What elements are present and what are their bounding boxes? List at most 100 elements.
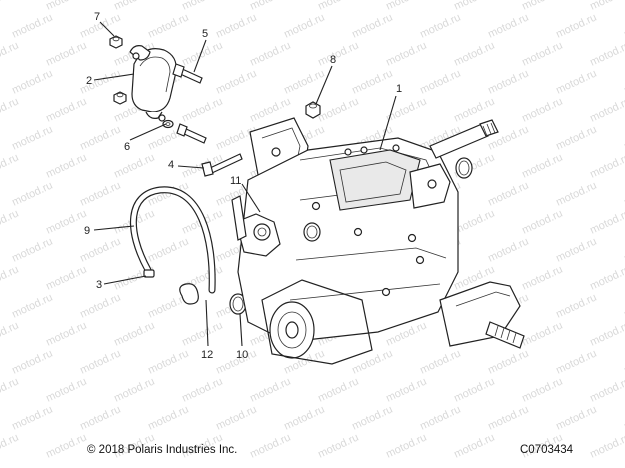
- watermark-text: motod.ru: [214, 403, 258, 432]
- watermark-text: motod.ru: [10, 123, 54, 152]
- callout-7: 7: [94, 11, 100, 23]
- watermark-text: motod.ru: [180, 95, 224, 124]
- watermark-text: motod.ru: [78, 123, 122, 152]
- watermark-text: motod.ru: [486, 235, 530, 264]
- watermark-text: motod.ru: [520, 263, 564, 292]
- watermark-text: motod.ru: [316, 0, 360, 13]
- watermark-text: motod.ru: [0, 263, 21, 292]
- watermark-text: motod.ru: [146, 347, 190, 376]
- watermark-text: motod.ru: [418, 403, 462, 432]
- watermark-text: motod.ru: [554, 291, 598, 320]
- part-6-washer: [162, 119, 174, 129]
- callout-2: 2: [86, 75, 92, 87]
- part-6-bolt: [176, 123, 207, 144]
- watermark-text: motod.ru: [44, 263, 88, 292]
- part-8-nut: [305, 101, 321, 119]
- watermark-text: motod.ru: [316, 431, 360, 460]
- watermark-text: motod.ru: [282, 11, 326, 40]
- watermark-text: motod.ru: [588, 375, 625, 404]
- callout-10: 10: [236, 349, 248, 361]
- callout-6: 6: [124, 141, 130, 153]
- watermark-text: motod.ru: [520, 375, 564, 404]
- watermark-text: motod.ru: [588, 95, 625, 124]
- callouts: 7 2 5 6 4 8 1 11 9 3 12 10: [84, 11, 402, 361]
- watermark-text: motod.ru: [0, 95, 21, 124]
- watermark-text: motod.ru: [418, 347, 462, 376]
- watermark-text: motod.ru: [452, 207, 496, 236]
- watermark-text: motod.ru: [452, 431, 496, 460]
- watermark-text: motod.ru: [78, 403, 122, 432]
- callout-4: 4: [168, 159, 174, 171]
- watermark-text: motod.ru: [588, 207, 625, 236]
- part-12-clamp: [179, 283, 199, 305]
- watermark-text: motod.ru: [282, 67, 326, 96]
- watermark-text: motod.ru: [588, 151, 625, 180]
- watermark-text: motod.ru: [588, 0, 625, 13]
- watermark-text: motod.ru: [452, 39, 496, 68]
- watermark-text: motod.ru: [78, 179, 122, 208]
- watermark-text: motod.ru: [78, 347, 122, 376]
- watermark-text: motod.ru: [10, 179, 54, 208]
- watermark-text: motod.ru: [0, 431, 21, 460]
- watermark-text: motod.ru: [282, 403, 326, 432]
- watermark-text: motod.ru: [486, 179, 530, 208]
- watermark-text: motod.ru: [10, 11, 54, 40]
- watermark-text: motod.ru: [44, 95, 88, 124]
- watermark-text: motod.ru: [10, 291, 54, 320]
- watermark-text: motod.ru: [78, 235, 122, 264]
- watermark-text: motod.ru: [418, 67, 462, 96]
- watermark-text: motod.ru: [112, 0, 156, 13]
- watermark-text: motod.ru: [180, 0, 224, 13]
- watermark-text: motod.ru: [554, 123, 598, 152]
- callout-3: 3: [96, 279, 102, 291]
- callout-8: 8: [330, 54, 336, 66]
- watermark-text: motod.ru: [486, 347, 530, 376]
- watermark-text: motod.ru: [44, 319, 88, 348]
- watermark-text: motod.ru: [520, 39, 564, 68]
- watermark-text: motod.ru: [520, 95, 564, 124]
- watermark-text: motod.ru: [350, 67, 394, 96]
- watermark-text: motod.ru: [486, 11, 530, 40]
- watermark-text: motod.ru: [486, 403, 530, 432]
- watermark-text: motod.ru: [44, 431, 88, 460]
- callout-1: 1: [396, 83, 402, 95]
- watermark-text: motod.ru: [0, 319, 21, 348]
- watermark-text: motod.ru: [78, 291, 122, 320]
- watermark-text: motod.ru: [452, 0, 496, 13]
- watermark-text: motod.ru: [180, 319, 224, 348]
- watermark-text: motod.ru: [350, 11, 394, 40]
- watermark-text: motod.ru: [384, 39, 428, 68]
- callout-12: 12: [201, 349, 213, 361]
- watermark-text: motod.ru: [180, 375, 224, 404]
- watermark-text: motod.ru: [10, 67, 54, 96]
- watermark-text: motod.ru: [44, 39, 88, 68]
- watermark-text: motod.ru: [248, 431, 292, 460]
- watermark-text: motod.ru: [384, 431, 428, 460]
- watermark-text: motod.ru: [520, 319, 564, 348]
- watermark-text: motod.ru: [316, 375, 360, 404]
- watermark-text: motod.ru: [486, 67, 530, 96]
- diagram-code: C0703434: [520, 444, 574, 456]
- part-7-nut: [109, 35, 123, 49]
- part-9-hose: [129, 186, 216, 294]
- part-10-oring: [229, 293, 247, 315]
- watermark-text: motod.ru: [0, 207, 21, 236]
- watermark-text: motod.ru: [146, 403, 190, 432]
- part-1-transmission: [231, 117, 525, 365]
- part-2-nut: [113, 91, 127, 105]
- watermark-text: motod.ru: [554, 67, 598, 96]
- watermark-text: motod.ru: [180, 39, 224, 68]
- watermark-text: motod.ru: [554, 235, 598, 264]
- watermark-text: motod.ru: [452, 375, 496, 404]
- watermark-text: motod.ru: [146, 11, 190, 40]
- part-2-cover: [129, 45, 177, 122]
- watermark-text: motod.ru: [554, 11, 598, 40]
- watermark-text: motod.ru: [418, 11, 462, 40]
- watermark-text: motod.ru: [316, 95, 360, 124]
- watermark-text: motod.ru: [78, 67, 122, 96]
- watermark-text: motod.ru: [214, 67, 258, 96]
- watermark-text: motod.ru: [112, 319, 156, 348]
- watermark-text: motod.ru: [44, 151, 88, 180]
- watermark-text: motod.ru: [10, 403, 54, 432]
